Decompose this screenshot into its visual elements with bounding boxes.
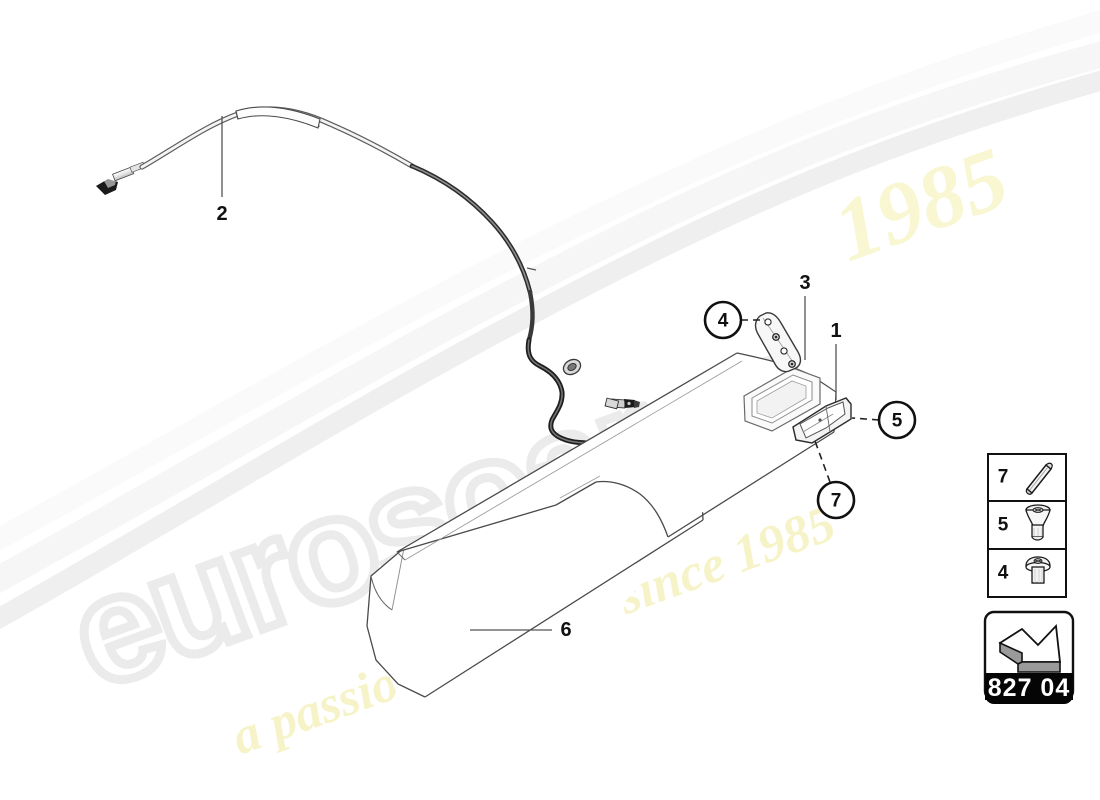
callout-1-label: 1: [830, 320, 841, 342]
callout-4-label: 4: [718, 311, 729, 332]
leader-lines: [470, 296, 880, 631]
legend-row-7[interactable]: 7: [998, 462, 1053, 495]
background-vehicle-ghost: [0, 70, 1100, 630]
part-number-badge[interactable]: 827 04: [983, 610, 1075, 704]
legend-box: 7 5: [987, 453, 1067, 598]
callout-7-label: 7: [831, 491, 842, 512]
callout-3-label: 3: [799, 272, 810, 294]
part-5-lock-striker: [792, 397, 852, 444]
legend-row-7-number: 7: [998, 467, 1009, 488]
countersunk-screw-icon: [1025, 504, 1051, 541]
cable-end-connector-detail: [604, 397, 620, 410]
legend-row-4-number: 4: [998, 563, 1009, 584]
callout-2-label: 2: [216, 203, 227, 225]
pin-rod-icon: [1025, 462, 1053, 495]
cable-grommet: [562, 358, 582, 376]
legend-row-4[interactable]: 4: [998, 556, 1051, 584]
legend-row-5-number: 5: [998, 515, 1009, 536]
callout-4[interactable]: 4: [703, 300, 743, 340]
callout-5-label: 5: [892, 411, 903, 432]
legend-row-5[interactable]: 5: [998, 504, 1051, 541]
part-number-text: 827 04: [988, 674, 1070, 702]
part-3-hinge-bracket: [754, 312, 802, 373]
cable-end-fitting-left: [96, 161, 146, 195]
shelf-handle-recess: [743, 367, 821, 432]
part-1-parcel-shelf-panel: [396, 352, 838, 600]
parcel-shelf-icon: [998, 623, 1062, 673]
watermark-year: 1985: [822, 129, 1021, 280]
part-2-release-cable: [96, 106, 640, 461]
callout-5[interactable]: 5: [877, 400, 917, 440]
svg-text:1985: 1985: [822, 129, 1021, 280]
flange-bolt-icon: [1025, 556, 1051, 584]
callout-6-label: 6: [560, 619, 571, 641]
callout-7[interactable]: 7: [816, 480, 856, 520]
